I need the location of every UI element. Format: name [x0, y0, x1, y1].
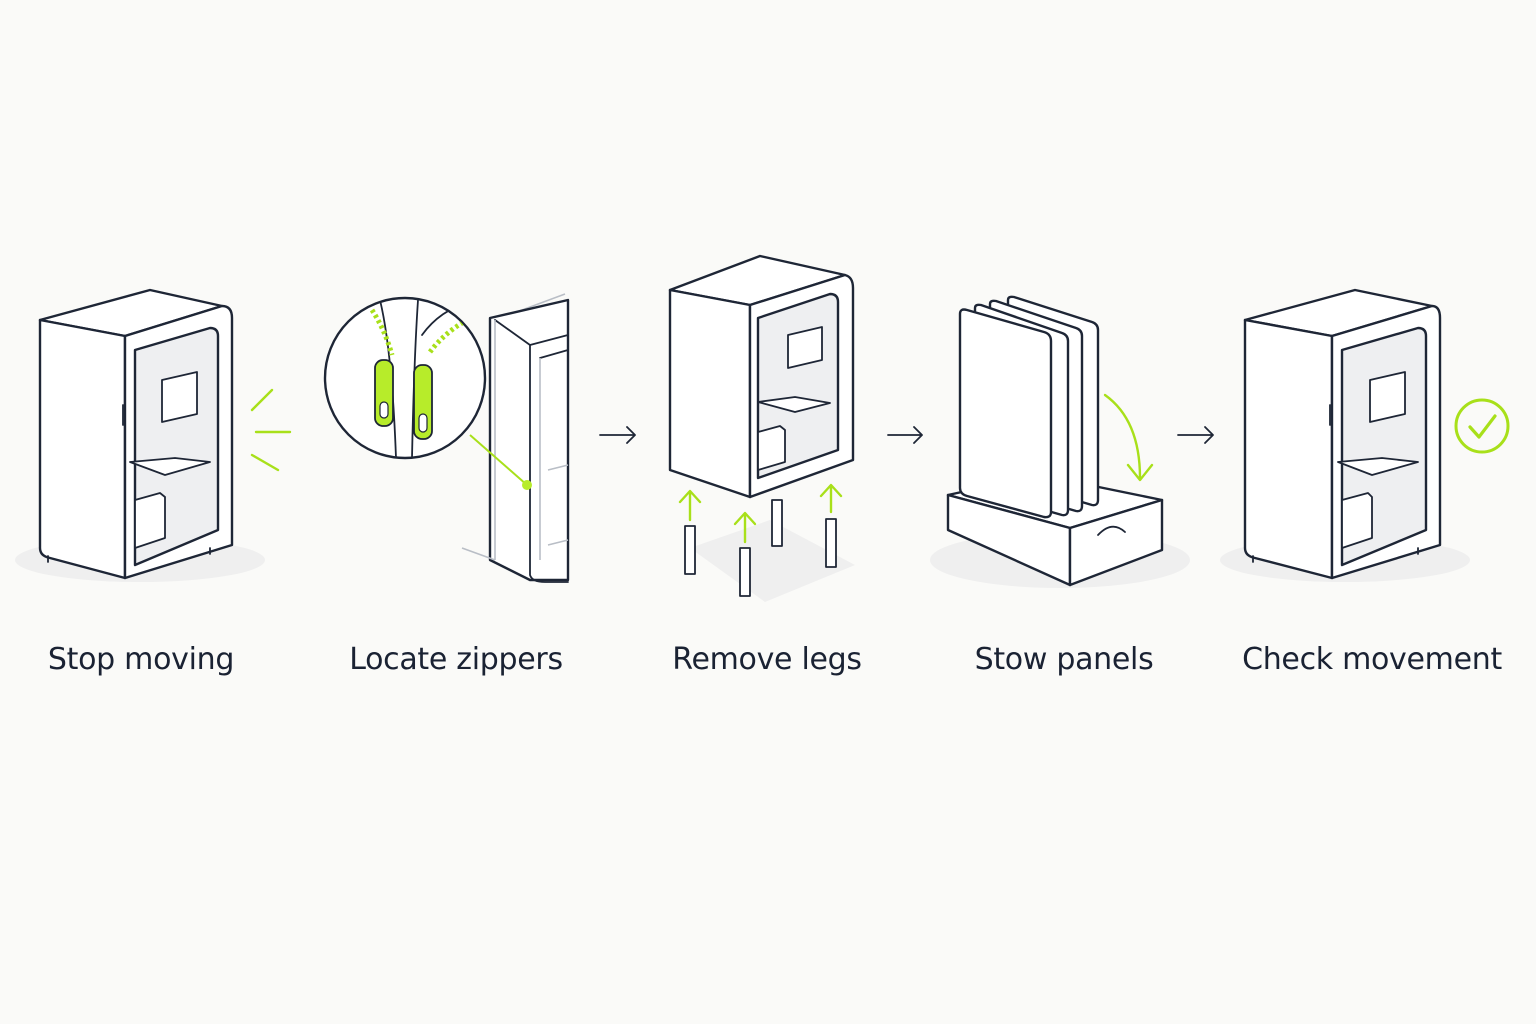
curved-arrow-icon: [1103, 393, 1154, 482]
step-1-booth: [15, 288, 265, 582]
legs: [684, 499, 855, 602]
check-circle-icon: [1454, 398, 1510, 454]
step-3-booth: [668, 254, 855, 499]
arrow-up-icon: [678, 483, 843, 544]
step-5-booth: [1220, 288, 1470, 582]
step-label-5: Check movement: [1242, 642, 1502, 677]
motion-lines-icon: [250, 388, 292, 472]
step-label-4: Stow panels: [974, 642, 1154, 677]
arrow-right-icon: [599, 426, 636, 444]
step-label-3: Remove legs: [672, 642, 862, 677]
arrow-right-icon: [887, 426, 923, 444]
arrow-right-icon: [1177, 426, 1214, 444]
step-4-panels: [930, 295, 1190, 588]
step-2-booth-corner: [461, 293, 570, 583]
zipper-icon: [323, 296, 532, 490]
step-label-2: Locate zippers: [349, 642, 563, 677]
step-label-1: Stop moving: [47, 642, 235, 677]
